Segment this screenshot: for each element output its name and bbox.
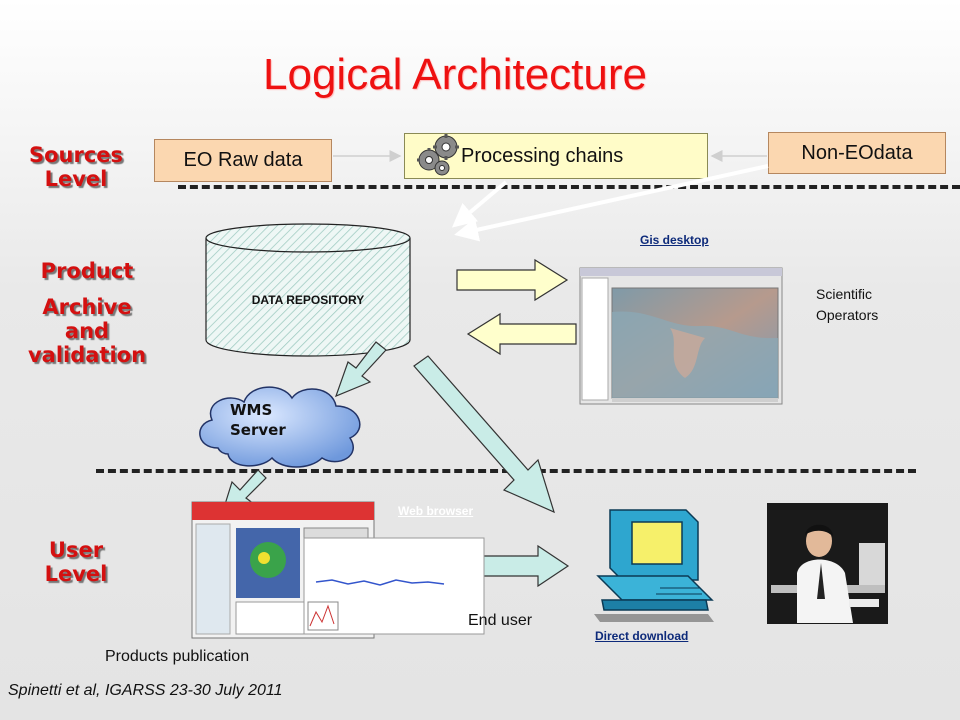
eo-raw-data-label: EO Raw data [183,149,303,171]
data-repository-label: DATA REPOSITORY [251,293,365,307]
eo-raw-data-box: EO Raw data [154,139,332,182]
arrow-to-gis [456,258,569,302]
computer-icon [594,509,714,622]
operator-photo [767,503,888,624]
user-level-label: User Level [44,538,108,586]
archive-validation-label: Archive and validation [27,295,147,367]
non-eo-data-label: Non-EOdata [801,141,913,164]
cloud-icon [199,386,361,468]
gis-desktop-screenshot [579,267,783,405]
sources-separator [178,185,960,189]
products-publication-label: Products publication [105,648,250,665]
web-browser-screenshot [191,501,485,639]
database-cylinder-icon [205,223,411,357]
product-level-label: Product [40,259,134,283]
end-user-label: End user [468,612,533,629]
scientific-operators-label: Scientific Operators [816,286,879,323]
citation-label: Spinetti et al, IGARSS 23-30 July 2011 [8,682,283,699]
direct-download-label[interactable]: Direct download [595,629,689,643]
processing-chains-label: Processing chains [461,144,624,167]
non-eo-data-box: Non-EOdata [768,132,946,174]
page-title: Logical Architecture [263,50,647,99]
arrow-from-gis [466,312,577,356]
sources-level-label: Sources Level [28,143,124,191]
gis-desktop-label[interactable]: Gis desktop [640,233,709,247]
web-browser-label[interactable]: Web browser [398,504,474,518]
wms-server-label: WMS Server [230,401,286,439]
gears-icon [417,134,459,176]
